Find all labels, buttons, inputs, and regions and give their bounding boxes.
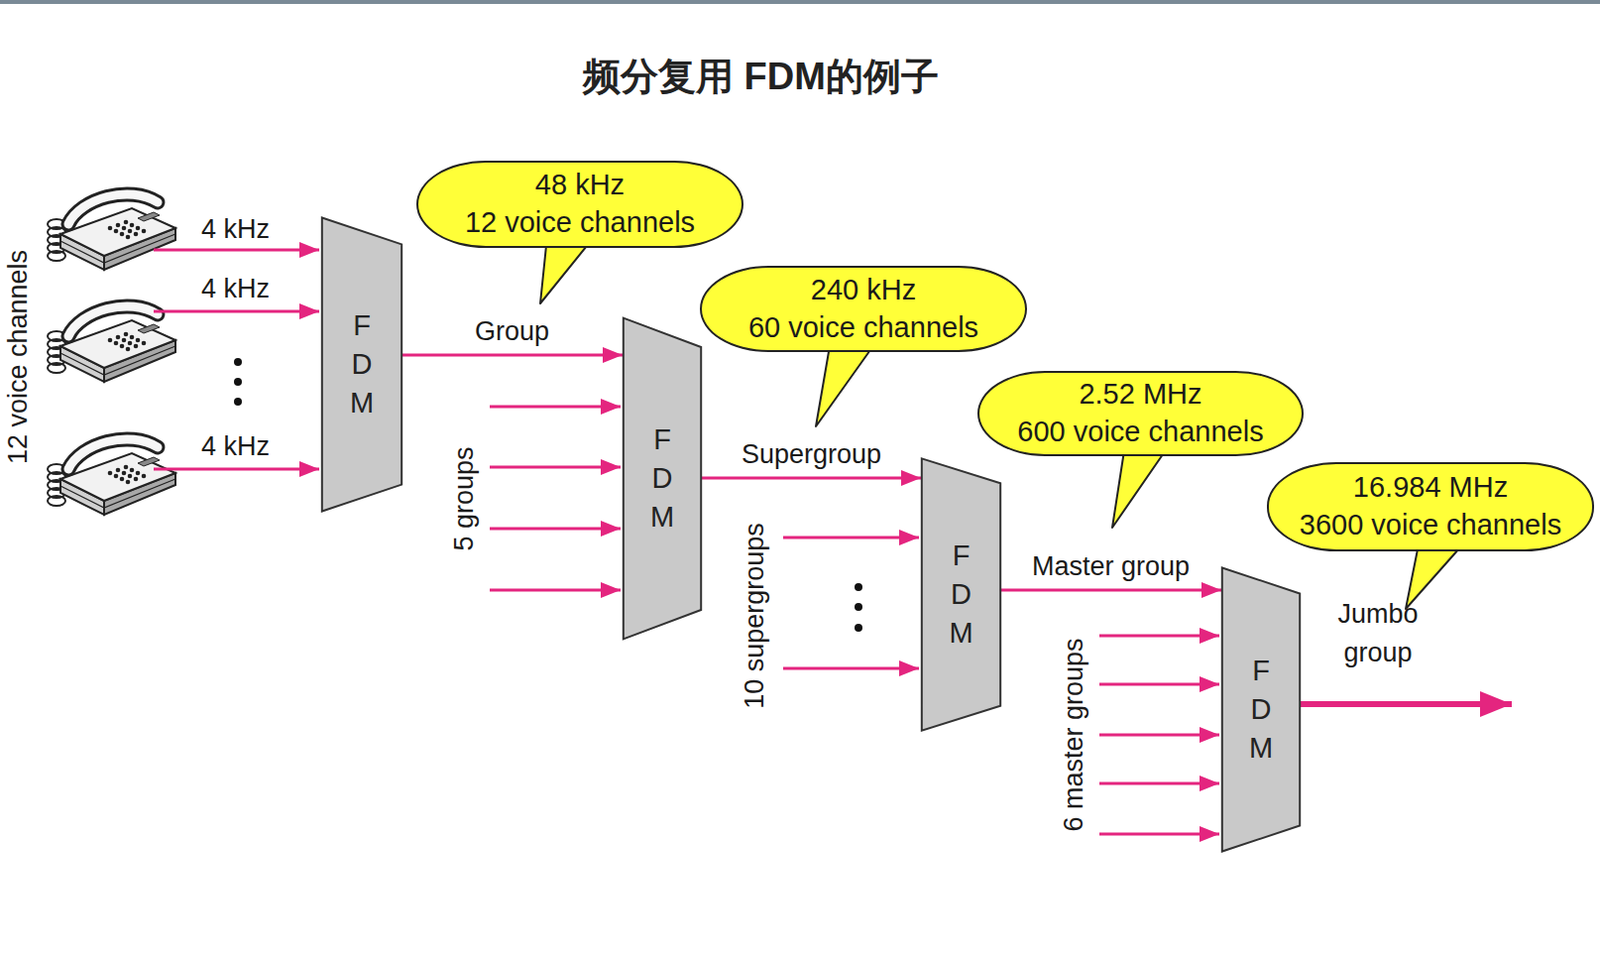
text-wrap: F D M bbox=[321, 306, 403, 423]
callout-text: 240 kHz bbox=[810, 271, 916, 310]
signal-arrow bbox=[489, 465, 621, 469]
fdm-multiplexer: F D M bbox=[321, 216, 403, 513]
group-count-label: 5 groups bbox=[448, 446, 480, 551]
callout-text: 16.984 MHz bbox=[1353, 468, 1508, 507]
signal-arrow bbox=[1099, 832, 1220, 836]
trapezoid-shape bbox=[322, 217, 402, 511]
text-wrap: F D M bbox=[920, 536, 1002, 653]
link-label: Master group bbox=[1031, 550, 1190, 582]
callout-text: 600 voice channels bbox=[1017, 413, 1263, 452]
signal-arrow bbox=[783, 536, 919, 540]
signal-arrow bbox=[783, 667, 919, 671]
multiplex-link bbox=[701, 476, 921, 480]
signal-arrow bbox=[1099, 782, 1220, 786]
signal-arrow bbox=[153, 248, 320, 252]
callout-bubble: 240 kHz60 voice channels bbox=[699, 265, 1028, 352]
signal-arrow bbox=[153, 310, 320, 314]
multiplexer-label: F D M bbox=[648, 420, 678, 537]
group-count-label: 12 voice channels bbox=[1, 249, 34, 464]
signal-arrow bbox=[1099, 683, 1220, 686]
callout-text: 60 voice channels bbox=[748, 309, 979, 347]
diagram-title: 频分复用 FDM的例子 bbox=[582, 51, 939, 103]
group-count-label: 10 supergroups bbox=[738, 522, 771, 709]
signal-arrow bbox=[489, 588, 621, 592]
top-border bbox=[0, 0, 1600, 4]
group-count-label: 6 master groups bbox=[1057, 637, 1090, 831]
link-label: Group bbox=[474, 315, 550, 347]
callout-bubble: 16.984 MHz3600 voice channels bbox=[1266, 461, 1595, 552]
callout-bubble: 2.52 MHz600 voice channels bbox=[977, 370, 1304, 457]
trapezoid-shape bbox=[623, 318, 701, 640]
multiplex-link bbox=[1001, 588, 1222, 592]
callout-text: 12 voice channels bbox=[464, 204, 695, 242]
text-label: Jumbo group bbox=[1313, 594, 1443, 673]
link-label: Supergroup bbox=[741, 438, 882, 470]
callout-text: 3600 voice channels bbox=[1299, 506, 1562, 545]
text-label: 4 kHz bbox=[201, 272, 270, 305]
fdm-multiplexer: F D M bbox=[920, 457, 1002, 732]
callout-bubble: 48 kHz12 voice channels bbox=[416, 160, 744, 248]
telephone-icon bbox=[47, 306, 176, 382]
text-wrap: F D M bbox=[622, 420, 702, 537]
signal-arrow bbox=[489, 405, 621, 409]
fdm-multiplexer: F D M bbox=[1221, 566, 1301, 853]
multiplexer-label: F D M bbox=[946, 536, 976, 653]
telephone-icon bbox=[47, 194, 176, 270]
callout-tail bbox=[1112, 444, 1170, 528]
fdm-multiplexer: F D M bbox=[622, 316, 702, 641]
output-arrow bbox=[1300, 700, 1512, 707]
signal-arrow bbox=[1099, 733, 1220, 737]
text-label: 4 kHz bbox=[201, 430, 270, 462]
trapezoid-shape bbox=[921, 457, 1001, 730]
telephone-icon bbox=[47, 439, 176, 515]
multiplex-link bbox=[402, 353, 623, 357]
signal-arrow bbox=[1099, 634, 1220, 638]
callout-text: 2.52 MHz bbox=[1078, 375, 1202, 414]
trapezoid-shape bbox=[1222, 567, 1300, 851]
callout-tail bbox=[815, 340, 878, 427]
callout-text: 48 kHz bbox=[535, 166, 625, 205]
text-label: 4 kHz bbox=[201, 213, 270, 245]
multiplexer-label: F D M bbox=[1247, 651, 1276, 768]
signal-arrow bbox=[489, 527, 621, 531]
text-wrap: F D M bbox=[1221, 651, 1301, 768]
multiplexer-label: F D M bbox=[347, 306, 377, 423]
signal-arrow bbox=[153, 467, 320, 471]
